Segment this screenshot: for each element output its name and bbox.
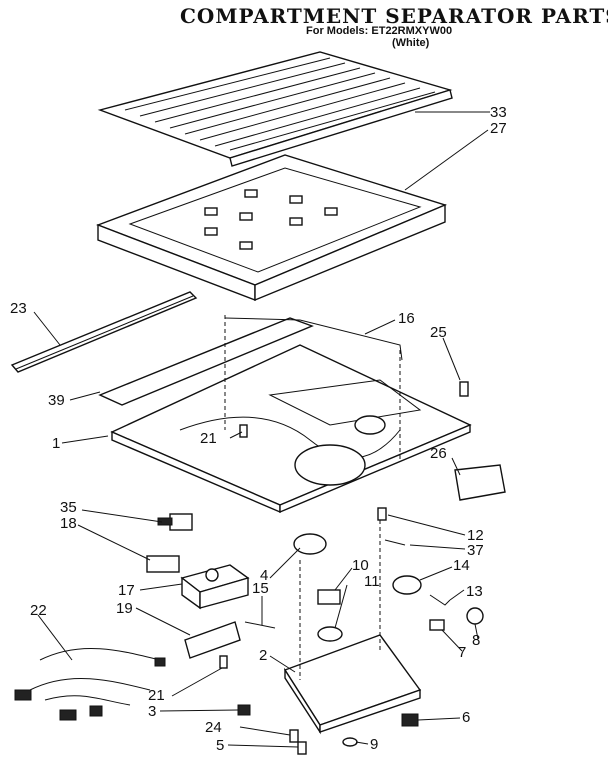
callout-15: 15: [252, 580, 269, 597]
callout-17: 17: [118, 582, 135, 599]
part-22-harness: [14, 647, 166, 721]
leader-lines: [33, 111, 490, 748]
part-27-frame: [96, 154, 448, 302]
part-7-terminal: [429, 619, 445, 631]
part-19-housing: [184, 621, 241, 659]
callout-13: 13: [466, 583, 483, 600]
callout-11: 11: [364, 573, 380, 590]
callout-24: 24: [205, 719, 222, 736]
part-26-insulation: [454, 464, 506, 501]
callout-1: 1: [52, 435, 60, 452]
callout-39: 39: [48, 392, 65, 409]
diagram-title: COMPARTMENT SEPARATOR PARTS: [180, 4, 608, 28]
part-21-screw-b: [219, 655, 228, 669]
callout-21-upper: 21: [200, 430, 217, 447]
part-33-grille: [97, 51, 453, 167]
part-17-control: [180, 564, 250, 610]
part-16-wire: [224, 317, 403, 361]
callout-12: 12: [467, 527, 484, 544]
callout-23: 23: [10, 300, 27, 317]
part-24-screw: [289, 729, 299, 743]
part-8-washer: [466, 607, 484, 625]
part-10-motor: [317, 589, 341, 605]
callout-27: 27: [490, 120, 507, 137]
part-21-screw-a: [239, 424, 248, 438]
part-23-strip: [10, 291, 198, 373]
part-37-clip: [384, 539, 406, 546]
callout-9: 9: [370, 736, 378, 753]
callout-33: 33: [490, 104, 507, 121]
callout-2: 2: [259, 647, 267, 664]
part-13-clip: [429, 594, 451, 606]
part-35-bracket: [157, 513, 193, 531]
part-4-damper: [293, 533, 327, 555]
part-9-washer: [342, 737, 358, 747]
part-6-connector: [401, 713, 419, 727]
part-2-base: [283, 520, 422, 735]
model-line: For Models: ET22RMXYW00: [306, 25, 453, 37]
callout-35: 35: [60, 499, 77, 516]
callout-4: 4: [260, 567, 268, 584]
part-1-separator-panel: [98, 315, 472, 514]
callout-18: 18: [60, 515, 77, 532]
part-15-link: [244, 621, 276, 629]
callout-10: 10: [352, 557, 369, 574]
callout-21-lower: 21: [148, 687, 165, 704]
callout-7: 7: [458, 644, 466, 661]
callout-16: 16: [398, 310, 415, 327]
callout-25: 25: [430, 324, 447, 341]
part-5-screw: [297, 741, 307, 755]
callout-5: 5: [216, 737, 224, 754]
callout-22: 22: [30, 602, 47, 619]
callout-3: 3: [148, 703, 156, 720]
callout-labels: 33 27 23 16 25 39 1 21 26 35 18 12 37 10…: [10, 104, 507, 754]
color-line: (White): [392, 37, 430, 49]
callout-19: 19: [116, 600, 133, 617]
part-14-fan-blade: [392, 575, 422, 595]
part-3-clip: [237, 704, 251, 716]
callout-8: 8: [472, 632, 480, 649]
part-25-screw: [459, 381, 469, 397]
callout-37: 37: [467, 542, 484, 559]
callout-14: 14: [453, 557, 470, 574]
part-11-gear: [317, 626, 343, 642]
callout-26: 26: [430, 445, 447, 462]
part-12-screw: [377, 507, 387, 521]
part-18-plate: [146, 555, 180, 573]
callout-6: 6: [462, 709, 470, 726]
